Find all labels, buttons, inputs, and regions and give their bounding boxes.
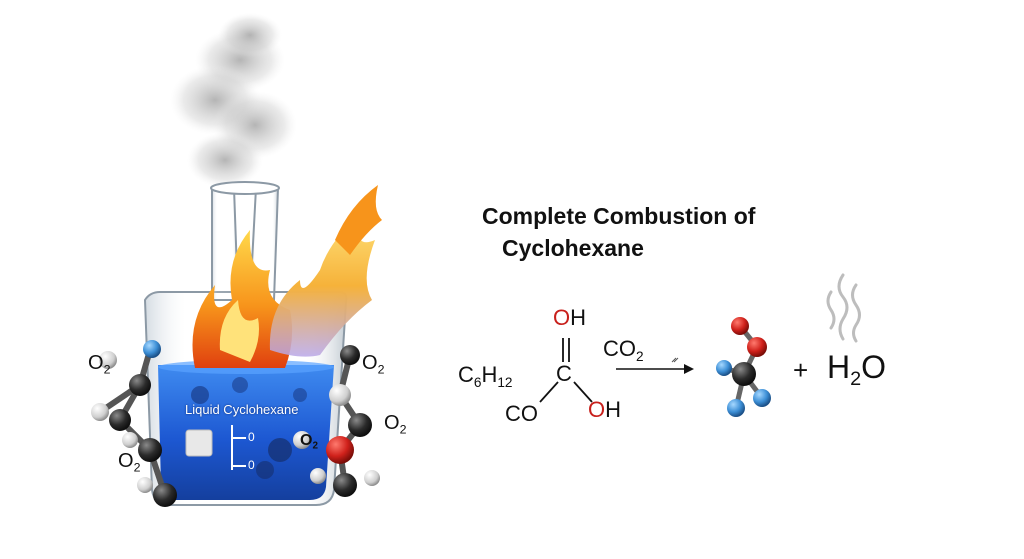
o2-label-center: O2: [300, 432, 318, 452]
steam-icon: [826, 273, 861, 343]
carbonic-bottom-right-oh: OH: [588, 397, 622, 422]
molecule-right-atoms: [293, 345, 380, 497]
arrow-label-co2: CO2: [603, 336, 644, 364]
o2-label-top-right: O2: [362, 352, 385, 377]
beaker-label-patch: [185, 429, 213, 457]
title-line-2: Cyclohexane: [502, 235, 644, 261]
reactant-formula: C6H12: [458, 362, 513, 390]
carbonic-top-oh: OH: [553, 305, 587, 330]
beaker-scale: [231, 425, 246, 470]
o2-label-top-left: O2: [88, 352, 111, 377]
carbonic-bottom-left-co: CO: [505, 401, 538, 426]
carbonic-acid-bonds: [539, 338, 593, 403]
diagram-title: Complete Combustion of Cyclohexane: [482, 200, 842, 264]
o2-label-right: O2: [384, 412, 407, 437]
title-line-1: Complete Combustion of: [482, 203, 756, 229]
product-molecule: [716, 317, 771, 417]
water-formula: H2O: [827, 349, 887, 390]
o2-label-bottom-left: O2: [118, 450, 141, 475]
plus-sign: +: [793, 355, 809, 385]
carbonic-center-c: C: [556, 361, 572, 386]
flames: [192, 185, 382, 368]
beaker-scale-tick-2: 0: [248, 458, 255, 472]
beaker-scale-tick-1: 0: [248, 430, 255, 444]
smoke-plume: [170, 13, 297, 188]
beaker-liquid-label: Liquid Cyclohexane: [185, 402, 299, 417]
reaction-arrow: [616, 357, 694, 374]
molecule-left-atoms: [91, 340, 177, 507]
